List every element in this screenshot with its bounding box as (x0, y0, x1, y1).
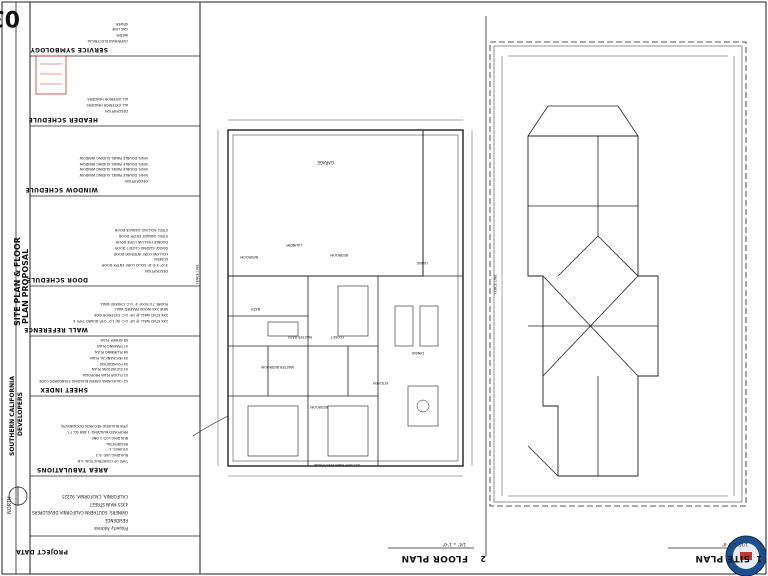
door-schedule-item: STEEL GARAGE ENTRY DOOR (118, 234, 168, 239)
sheet-number: 03 (0, 5, 20, 30)
window-schedule-item: VINYL DOUBLE PANEL SLIDING WINDOW (79, 161, 148, 166)
area-tabulations-heading: AREA TABULATIONS (36, 466, 108, 473)
room-master-bath: MASTER BATH (287, 335, 312, 339)
area-tabulation-item: BUILDING USE: R-3 (95, 453, 128, 458)
header-schedule-item: ALL EXTERIOR HEADERS (86, 103, 128, 108)
service-symbology-item: SEWER (115, 21, 128, 26)
fence-line-label-b: FENCE LINE (493, 274, 498, 295)
sheet-index-heading: SHEET INDEX (40, 386, 88, 393)
project-residence: RESIDENCE (105, 518, 128, 523)
project-data-label: Property Address (93, 526, 128, 531)
sheet-index-item: 08 SEWER PLAN (100, 338, 128, 343)
room-laundry: LAUNDRY (285, 243, 302, 247)
room-bedroom-c: BEDROOM (310, 405, 328, 409)
wall-reference-heading: WALL REFERENCE (23, 326, 88, 333)
floor-plan-number: 2 (480, 554, 486, 563)
service-symbology-item: OVERHEAD ELECTRICAL (87, 39, 128, 43)
project-data-heading: PROJECT DATA (15, 548, 68, 555)
wall-reference-item: NEW 2X4 WOOD FRAMED WALL (114, 307, 168, 312)
wall-reference-list: 2X4 STUD WALL @ 16" O.C. W/ 1/2" GYP. BO… (73, 299, 168, 323)
door-schedule-item: SINGLE SLIDING CLOSET DOOR (115, 245, 168, 250)
area-tabulation-item: (PER BUILDING RECORDS DOCUMENTS) (60, 424, 128, 429)
sheet-index-item: 06 PLUMBING PLAN (95, 350, 128, 355)
sheet-index-item: 03 ELEVATIONS PLAN (91, 367, 128, 372)
site-plan-number: 1 (756, 554, 762, 563)
service-symbology-item: GAS LINE (112, 27, 128, 32)
room-master-bedroom: MASTER BEDROOM (261, 365, 294, 369)
door-schedule-item: SCREEN (154, 257, 168, 262)
room-dining: DINING (411, 351, 424, 355)
door-schedule-item: HOLLOW CORE INTERIOR DOOR (113, 251, 168, 256)
company-line1: SOUTHERN CALIFORNIA (9, 375, 16, 456)
sheet-index-list: 01 CALIFORNIA GREEN BUILDING STANDARDS C… (39, 336, 128, 383)
header-schedule-item: ALL INTERIOR HEADERS (87, 97, 128, 102)
area-tabulation-item: STORIES: 1 (109, 447, 128, 452)
service-symbology-heading: SERVICE SYMBOLOGY (30, 46, 108, 53)
area-tabulation-item: PROPOSED BUILDING: 1,806 SQ. FT. (67, 430, 128, 435)
project-street: 4355 MAIN STREET (89, 502, 128, 507)
floor-plan-scale: 1/4" = 1'-0" (442, 542, 466, 547)
room-garage: GARAGE (317, 160, 334, 165)
project-city: CALIFORNIA, CALIFORNIA, 92225 (62, 494, 128, 499)
wall-reference-item: PLUMB. TO ROOF 4" O.C. CHARGE WALL (100, 301, 168, 306)
area-tabulation-item: TYPE OF CONSTRUCTION: V-B (77, 459, 128, 463)
sheet-index-item: 04 FOUNDATION (100, 361, 128, 366)
room-living: LIVING (416, 261, 428, 265)
door-schedule-item: DOUBLE HOLLOW CORE DOOR (115, 240, 168, 245)
electrical-note: 225 AMP MAIN ELECTRICAL (313, 463, 360, 467)
window-schedule-heading: WINDOW SCHEDULE (25, 186, 98, 193)
sheet-title-line2: PLAN PROPOSAL (21, 248, 30, 324)
window-schedule-item: VINYL DOUBLE PANEL SLIDING WINDOW (79, 173, 148, 178)
room-closet: CLOSET (330, 335, 344, 339)
window-schedule-item: DESCRIPTION (125, 179, 148, 183)
service-symbology-item: WATER (116, 33, 128, 38)
site-plan-title: SITE PLAN (695, 553, 750, 563)
sheet-index-item: 01 CALIFORNIA GREEN BUILDING STANDARDS C… (39, 379, 128, 383)
wall-reference-item: 2X4 STUD WALL @ 16" O.C. W/ 1/2" GYP. BO… (73, 319, 168, 323)
room-kitchen: KITCHEN (373, 381, 388, 385)
project-owner: OWNERS: SOUTHERN CALIFORNIA DEVELOPERS (32, 510, 128, 515)
floor-plan-title: FLOOR PLAN (401, 553, 468, 563)
room-bath: BATH (250, 307, 260, 311)
fence-line-label-a: FENCE LINE (195, 264, 200, 285)
door-schedule-item: 3'-0" X 6'-8" SOLID CORE ENTRY DOOR (102, 263, 168, 268)
window-schedule-item: VINYL DOUBLE PANEL SLIDING WINDOW (79, 167, 148, 172)
north-label: NORTH (7, 496, 13, 514)
company-line2: DEVELOPERS (17, 392, 24, 436)
sheet-index-item: 05 MECHANICAL PLAN (90, 355, 128, 360)
door-schedule-item: DESCRIPTION (145, 269, 168, 273)
header-schedule-item: DESCRIPTION (105, 109, 128, 113)
area-tabulation-item: BUILDING LOT: 1 ONE (91, 435, 129, 440)
site-plan-scale: 1/16" = 1'-0" (721, 542, 748, 547)
room-bedroom-a: BEDROOM (240, 255, 258, 259)
room-bedroom-b: BEDROOM (330, 253, 348, 257)
wall-reference-item: 2X6 STUD WALL @ 16" O.C. EXTERIOR SIDE (94, 313, 168, 318)
area-tabulation-item: RESIDENTIAL (105, 441, 128, 446)
sheet-index-item: 07 FRAMING PLAN (97, 344, 128, 349)
header-schedule-heading: HEADER SCHEDULE (28, 116, 98, 123)
door-schedule-heading: DOOR SCHEDULE (26, 276, 88, 283)
sheet-index-item: 02 FLOOR PLAN PROPOSAL (81, 373, 128, 378)
window-schedule-item: VINYL DOUBLE PANEL SLIDING WINDOW (79, 155, 148, 160)
door-schedule-item: STEEL ROLLING GARAGE DOOR (114, 228, 168, 233)
